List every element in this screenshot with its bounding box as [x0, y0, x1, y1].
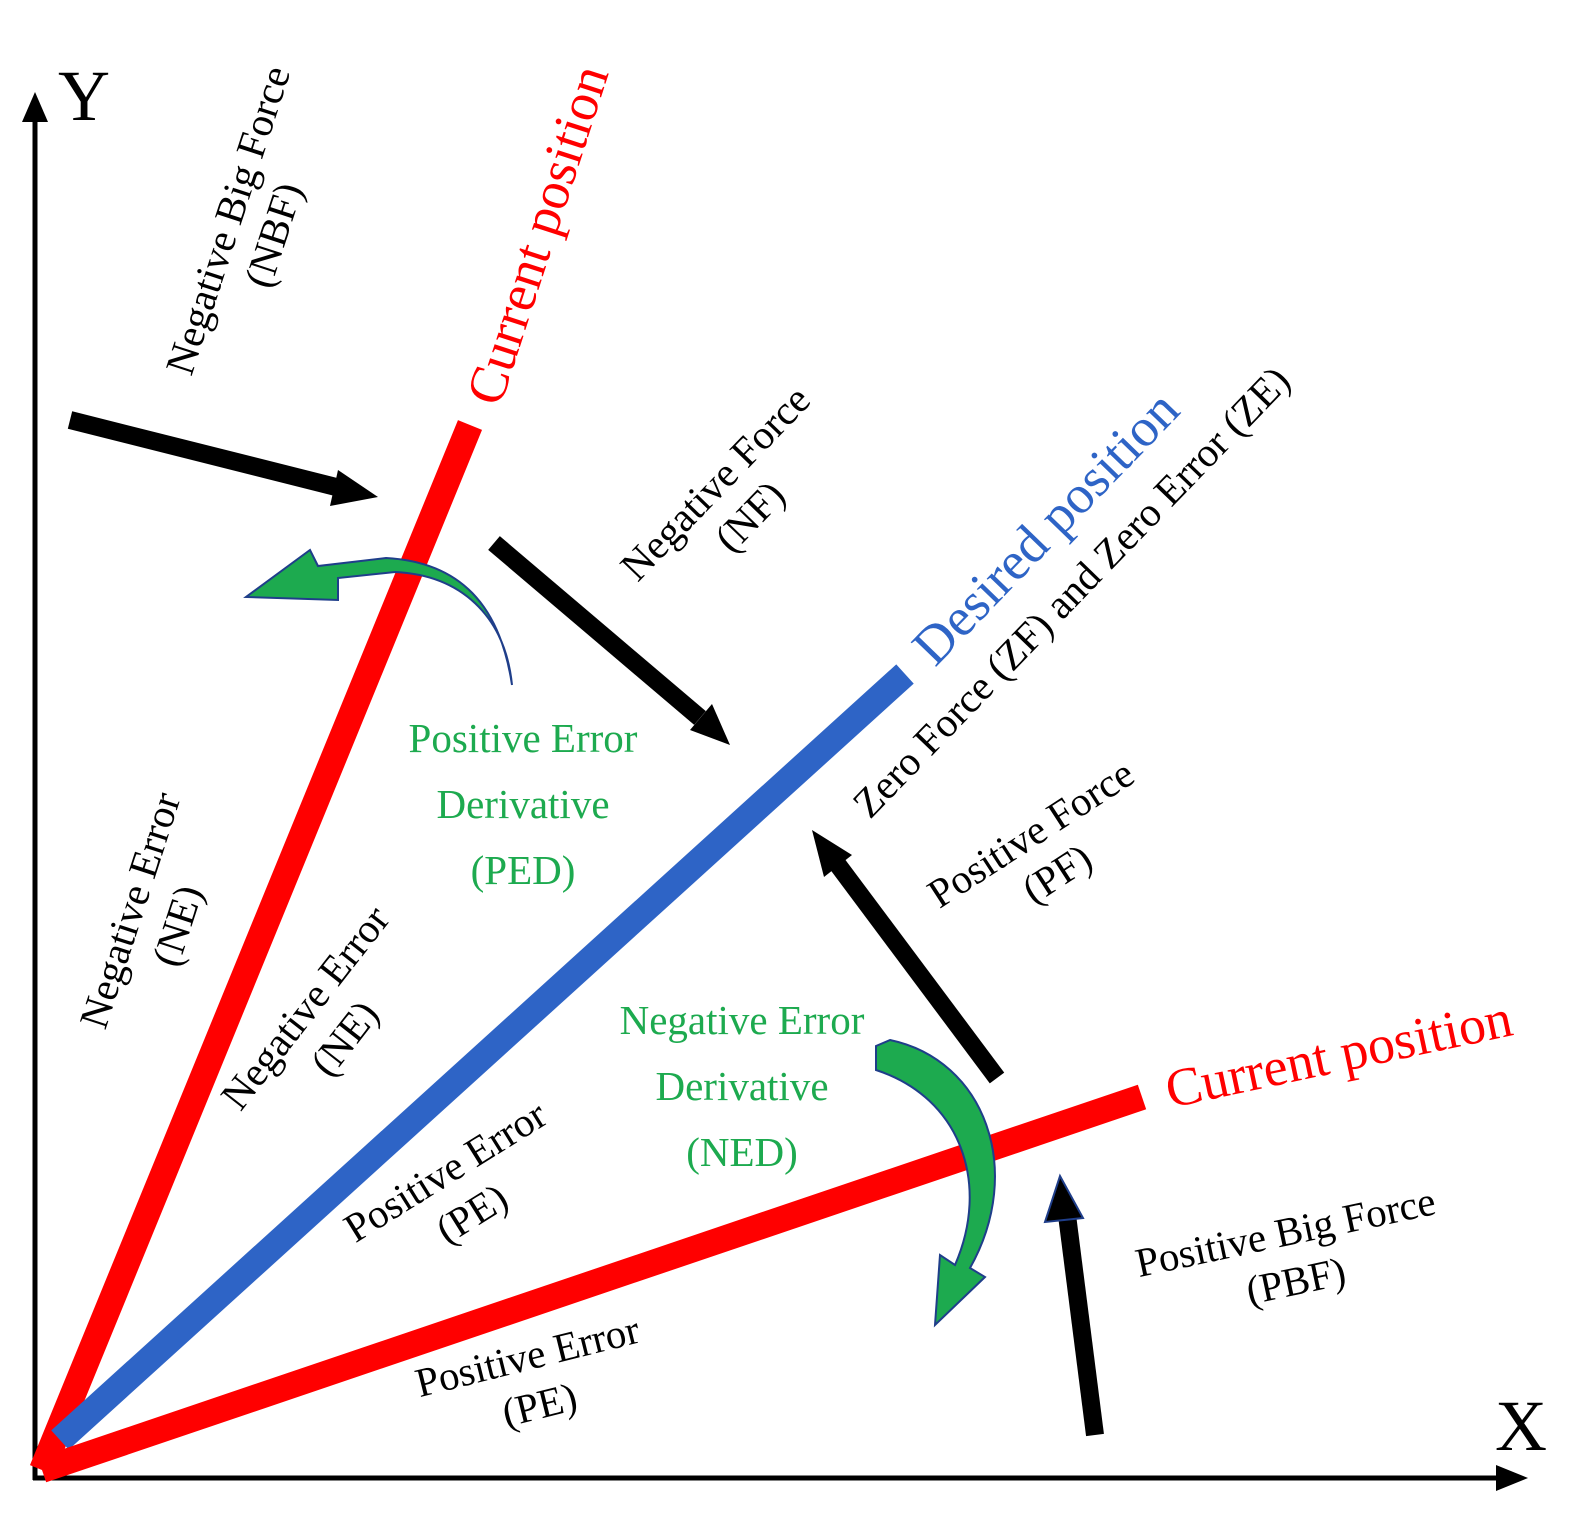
pf-arrowhead: [812, 830, 852, 877]
nf-arrowhead: [690, 704, 730, 745]
nbf-arrowhead: [330, 470, 378, 506]
ned-line2: Derivative: [655, 1063, 828, 1109]
current-position-label-lower: Current position: [1160, 988, 1517, 1120]
ped-line1: Positive Error: [409, 715, 638, 761]
label-ne-outer: Negative Error (NE): [70, 786, 212, 1033]
label-nf: Negative Force (NF): [611, 376, 819, 589]
pbf-arrowhead: [1043, 1173, 1085, 1224]
pbf-arrow-shaft: [1058, 1213, 1104, 1437]
nbf-arrow-shaft: [67, 411, 343, 497]
current-position-line-lower: [37, 1084, 1147, 1483]
ped-curved-arrow: [243, 548, 513, 686]
ped-line2: Derivative: [436, 781, 609, 827]
current-position-label-upper: Current position: [454, 58, 620, 412]
x-axis-label: X: [1495, 1386, 1547, 1466]
ned-curved-arrow: [875, 1038, 996, 1328]
nf-arrow-shaft: [488, 536, 706, 725]
force-arrows: [67, 411, 1104, 1437]
label-ned: Negative Error Derivative (NED): [620, 997, 865, 1175]
pf-arrow-shaft: [830, 859, 1005, 1084]
ned-line3: (NED): [686, 1129, 798, 1175]
current-position-line-upper: [29, 420, 483, 1475]
label-nbf: Negative Big Force (NBF): [156, 60, 312, 380]
y-axis-label: Y: [58, 56, 110, 136]
ned-line1: Negative Error: [620, 997, 865, 1043]
ped-line3: (PED): [471, 847, 576, 893]
label-pbf: Positive Big Force (PBF): [1131, 1177, 1439, 1313]
desired-position-line: [51, 664, 914, 1450]
x-axis-arrowhead: [1496, 1465, 1528, 1491]
derivative-arrows: [243, 548, 996, 1328]
label-pe-inner: Positive Error (PE): [336, 1091, 555, 1253]
zero-force-zero-error-label: Zero Force (ZF) and Zero Error (ZE): [843, 357, 1298, 826]
nf-line1: Negative Force: [611, 376, 819, 589]
axes: Y X: [22, 56, 1547, 1491]
y-axis-arrowhead: [22, 92, 48, 122]
label-pf: Positive Force (PF): [919, 750, 1142, 917]
label-ped: Positive Error Derivative (PED): [409, 715, 638, 893]
